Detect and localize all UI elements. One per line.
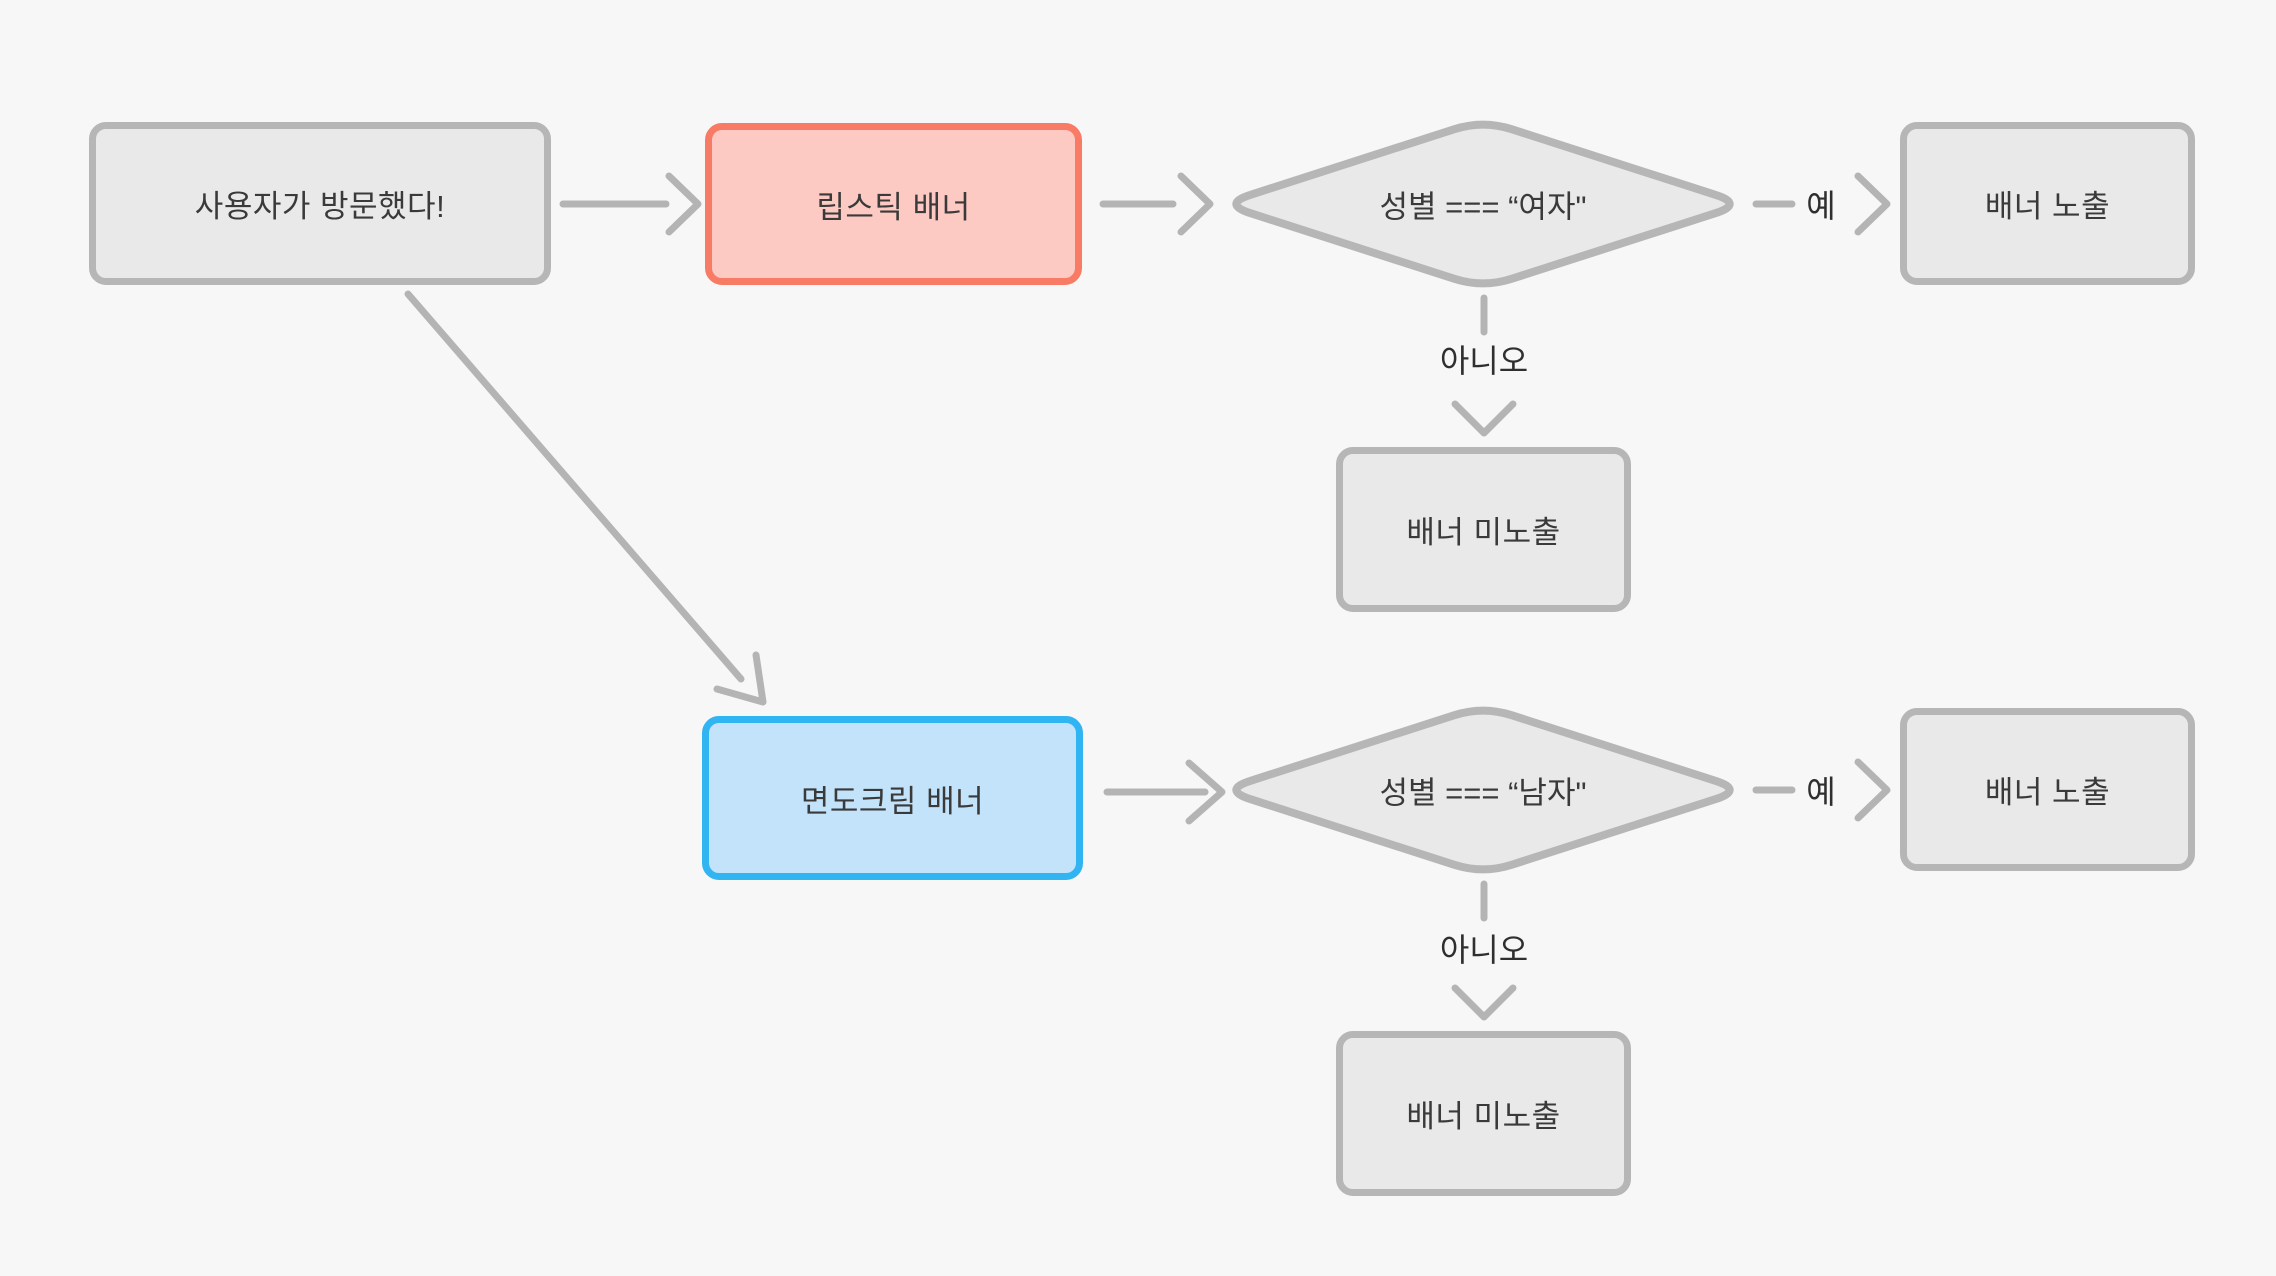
banner-show-top-label: 배너 노출 <box>1984 189 2111 224</box>
edge-label-yes-bottom: 예 <box>1806 774 1836 810</box>
decision-male-label: 성별 === “남자" <box>1379 775 1587 811</box>
edge-label-no-top: 아니오 <box>1439 343 1529 379</box>
lipstick-banner-label: 립스틱 배너 <box>816 189 971 225</box>
lipstick-banner-node: 립스틱 배너 <box>705 123 1082 285</box>
shaving-cream-banner-label: 면도크림 배너 <box>800 783 985 819</box>
edge-label-no-bottom: 아니오 <box>1439 932 1529 968</box>
decision-diamond-male <box>1232 706 1734 874</box>
start-node: 사용자가 방문했다! <box>89 122 551 285</box>
decision-female-label: 성별 === “여자" <box>1379 189 1587 225</box>
arrowhead-yes-bottom <box>1854 758 1891 822</box>
arrowhead-no-top <box>1451 400 1517 437</box>
banner-show-top-node: 배너 노출 <box>1900 122 2195 285</box>
arrowhead-start-to-shaving <box>713 651 767 706</box>
banner-hide-bottom-label: 배너 미노출 <box>1406 1099 1561 1134</box>
arrowhead-yes-top <box>1854 172 1891 236</box>
edge-start-to-shaving-line <box>404 290 745 683</box>
arrowhead-shaving-to-decision <box>1185 759 1226 825</box>
banner-show-bottom-label: 배너 노출 <box>1984 775 2111 810</box>
start-node-label: 사용자가 방문했다! <box>194 189 446 224</box>
banner-hide-bottom-node: 배너 미노출 <box>1336 1031 1631 1196</box>
decision-diamond-female <box>1232 120 1734 288</box>
arrowhead-lipstick-to-decision <box>1177 172 1214 236</box>
banner-hide-top-node: 배너 미노출 <box>1336 447 1631 612</box>
edge-label-yes-top: 예 <box>1806 188 1836 224</box>
arrowhead-start-to-lipstick <box>665 172 702 236</box>
arrowhead-no-bottom <box>1451 984 1517 1021</box>
banner-hide-top-label: 배너 미노출 <box>1406 515 1561 550</box>
banner-show-bottom-node: 배너 노출 <box>1900 708 2195 871</box>
shaving-cream-banner-node: 면도크림 배너 <box>702 716 1083 880</box>
